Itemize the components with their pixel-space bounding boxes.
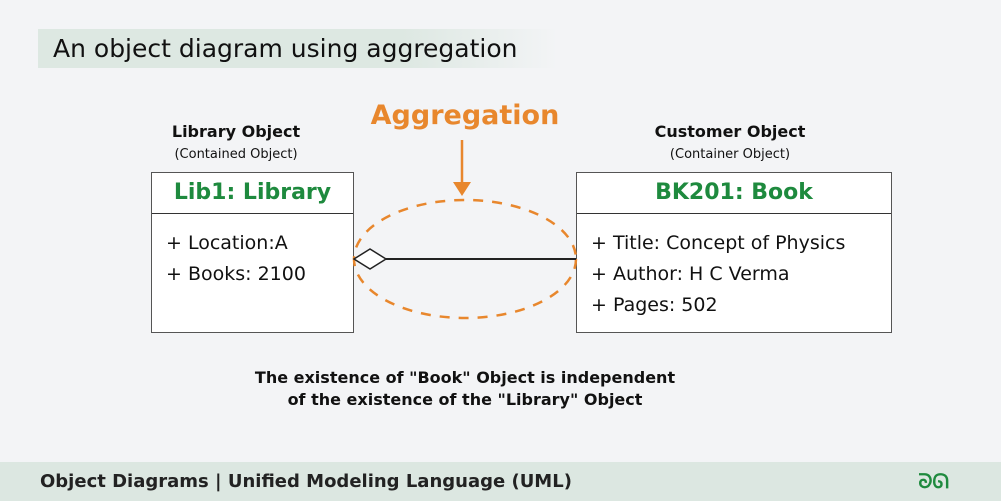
library-object-header: Lib1: Library bbox=[152, 173, 353, 214]
right-object-label: Customer Object bbox=[654, 122, 806, 141]
note-line: of the existence of the "Library" Object bbox=[287, 390, 643, 409]
footer: Object Diagrams | Unified Modeling Langu… bbox=[0, 462, 1001, 501]
library-object-box: Lib1: Library + Location:A + Books: 2100 bbox=[151, 172, 354, 333]
attribute: + Title: Concept of Physics bbox=[591, 232, 846, 254]
attribute: + Location:A bbox=[166, 232, 288, 254]
left-object-sublabel: (Contained Object) bbox=[174, 147, 298, 162]
attribute: + Books: 2100 bbox=[166, 263, 306, 285]
arrow-down-icon bbox=[453, 182, 471, 196]
aggregation-diamond-icon bbox=[352, 248, 388, 270]
attribute: + Pages: 502 bbox=[591, 294, 718, 316]
diagram-title: An object diagram using aggregation bbox=[38, 29, 558, 68]
footer-text: Object Diagrams | Unified Modeling Langu… bbox=[40, 471, 572, 492]
book-object-box: BK201: Book + Title: Concept of Physics … bbox=[576, 172, 892, 333]
left-object-label: Library Object bbox=[171, 122, 301, 141]
book-object-header: BK201: Book bbox=[577, 173, 891, 214]
note: The existence of "Book" Object is indepe… bbox=[200, 367, 730, 411]
note-line: The existence of "Book" Object is indepe… bbox=[254, 368, 676, 387]
attribute: + Author: H C Verma bbox=[591, 263, 790, 285]
right-object-sublabel: (Container Object) bbox=[669, 147, 791, 162]
gfg-logo-icon: ᘐᘏ bbox=[918, 469, 949, 493]
aggregation-label: Aggregation bbox=[370, 100, 560, 131]
